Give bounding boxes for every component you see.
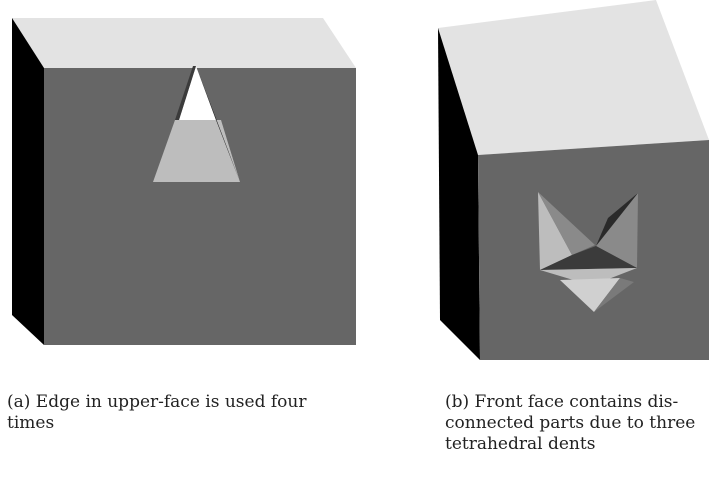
dent-bottom-shadow	[594, 278, 634, 312]
figure-a-cube-render	[12, 18, 356, 345]
dent-light-facet	[153, 120, 240, 182]
dent-left-shadow	[538, 192, 595, 255]
caption-a: (a) Edge in upper-face is used four time…	[7, 392, 307, 433]
cube-left-face	[12, 18, 44, 345]
dent-bottom-point	[560, 278, 620, 312]
cube-top-face	[12, 18, 356, 68]
figure-b-cube-render	[438, 0, 709, 360]
cube-left-face	[438, 28, 480, 360]
caption-b: (b) Front face contains dis- connected p…	[445, 392, 696, 454]
dent-right-dark	[596, 193, 638, 246]
dent-bottom-light	[540, 268, 637, 282]
dent-right-upper	[596, 193, 638, 268]
dent-top-opening	[179, 66, 216, 120]
cube-top-face	[438, 0, 709, 155]
dent-center-dark	[540, 246, 637, 270]
dent-left-edge	[175, 66, 196, 120]
dent-dark-facet	[196, 66, 240, 182]
cube-front-face	[44, 68, 356, 345]
dent-left-upper	[538, 192, 572, 270]
